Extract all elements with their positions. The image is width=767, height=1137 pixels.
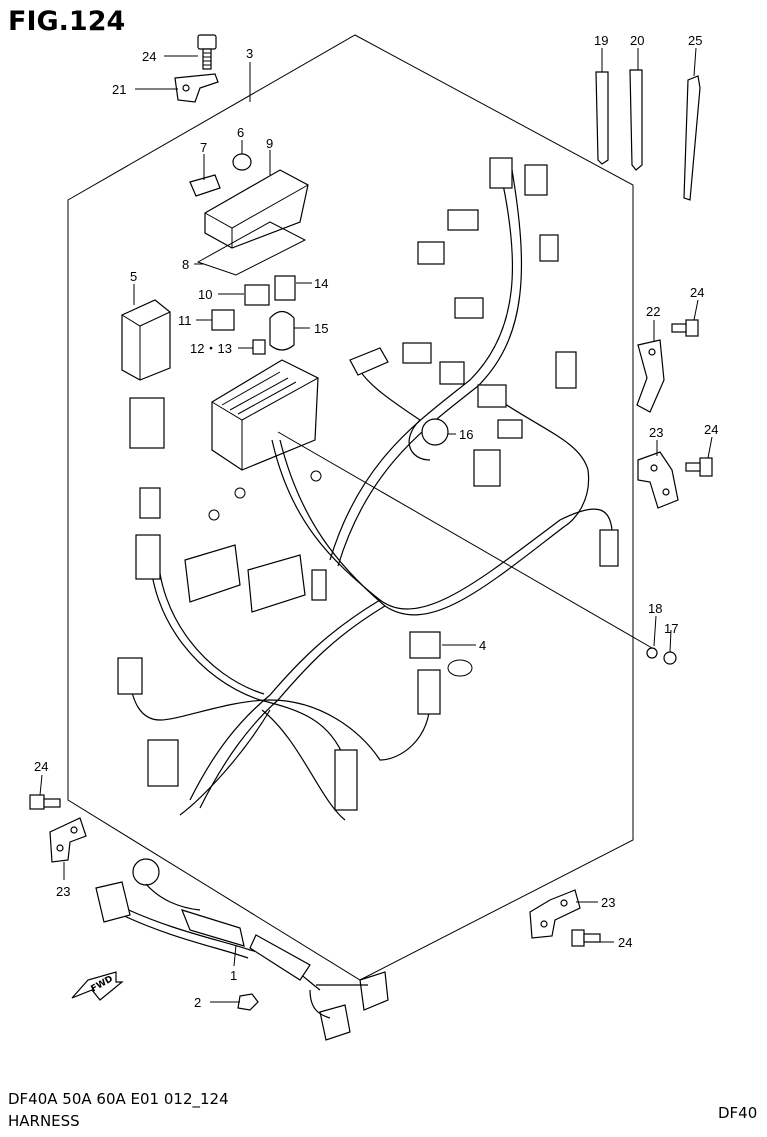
leader-lines	[39, 47, 713, 1003]
callout-23-br: 23	[601, 895, 615, 910]
callout-3: 3	[246, 46, 253, 61]
connector-upper-1	[489, 157, 513, 189]
callout-19: 19	[594, 33, 608, 48]
ring-terminal-1	[208, 509, 220, 521]
connector-upper-6	[454, 297, 484, 319]
callout-7: 7	[200, 140, 207, 155]
fwd-arrow: FWD	[71, 971, 124, 1001]
callout-24-br: 24	[618, 935, 632, 950]
part-9-fusebox-cover	[204, 169, 309, 249]
part-20-tie	[629, 69, 643, 171]
ring-terminal-3	[310, 470, 322, 482]
callout-6: 6	[237, 125, 244, 140]
connector-mid-3	[477, 384, 507, 408]
part-15-cap	[269, 310, 295, 351]
fuse-box-body	[211, 359, 319, 471]
connector-upper-3	[447, 209, 479, 231]
footer-code: DF40	[718, 1104, 758, 1122]
part-24-bolt-r1	[671, 319, 699, 337]
part-23-bracket-r	[637, 451, 679, 509]
callout-9: 9	[266, 136, 273, 151]
connector-left-2	[135, 534, 161, 580]
part-19-tie	[595, 71, 609, 165]
ring-terminal-2	[234, 487, 246, 499]
part-23-bracket-l	[49, 817, 87, 863]
callout-labels: 24 21 3 7 6 9 5 8 10 14 11 15 12・13 16 1…	[34, 33, 718, 1010]
part-4-cap	[409, 631, 441, 659]
callout-2: 2	[194, 995, 201, 1010]
connector-small-mid	[311, 569, 327, 601]
callout-17: 17	[664, 621, 678, 636]
callout-22: 22	[646, 304, 660, 319]
main-harness-wires	[129, 169, 613, 821]
part-16-buzzer	[421, 418, 449, 446]
callout-10: 10	[198, 287, 212, 302]
connector-sensor	[349, 347, 389, 376]
figure-title: FIG.124	[8, 6, 126, 37]
callout-24-r2: 24	[704, 422, 718, 437]
assembly-frame	[67, 34, 634, 981]
part-24-bolt-r2	[685, 457, 713, 477]
callout-18: 18	[648, 601, 662, 616]
connector-bottom-left	[147, 739, 179, 787]
connector-clip-right	[473, 449, 501, 487]
part-24-bolt-br	[571, 929, 601, 947]
callout-14: 14	[314, 276, 328, 291]
part-18-washer	[646, 647, 658, 659]
part-4-loop	[447, 659, 473, 677]
part-14-relay	[274, 275, 296, 301]
connector-right-low	[417, 669, 441, 715]
callout-24-top: 24	[142, 49, 156, 64]
part-25-tie	[683, 75, 701, 201]
connector-upper-4	[417, 241, 445, 265]
part-10-relay	[244, 284, 270, 306]
connector-mid-2	[439, 361, 465, 385]
part-7-clip	[189, 174, 221, 197]
connector-big-1	[184, 544, 241, 603]
footer-model-line: DF40A 50A 60A E01 012_124	[8, 1090, 229, 1108]
connector-bottom-mid	[334, 749, 358, 811]
callout-12-13: 12・13	[190, 341, 232, 356]
connector-left-clip	[117, 657, 143, 695]
connector-upper-2	[524, 164, 548, 196]
part-21-bracket	[174, 73, 219, 103]
part-8-gasket	[196, 221, 307, 276]
connector-mid-1	[402, 342, 432, 364]
callout-15: 15	[314, 321, 328, 336]
callout-20: 20	[630, 33, 644, 48]
callout-24-l: 24	[34, 759, 48, 774]
callout-21: 21	[112, 82, 126, 97]
callout-24-r1: 24	[690, 285, 704, 300]
part-6-grommet	[232, 153, 252, 171]
connector-big-2	[247, 554, 306, 613]
part-11-relay	[211, 309, 235, 331]
connector-side-right	[599, 529, 619, 567]
callout-23-r: 23	[649, 425, 663, 440]
part-2-nut	[237, 993, 259, 1011]
callout-8: 8	[182, 257, 189, 272]
connector-left-mid	[139, 487, 161, 519]
callout-1: 1	[230, 968, 237, 983]
part-1-harness	[95, 858, 389, 1041]
callout-16: 16	[459, 427, 473, 442]
part-22-bracket	[636, 339, 665, 413]
callout-4: 4	[479, 638, 486, 653]
connector-left-upper	[129, 397, 165, 449]
callout-23-l: 23	[56, 884, 70, 899]
connector-right-1	[555, 351, 577, 389]
connector-mid-4	[497, 419, 523, 439]
callout-25: 25	[688, 33, 702, 48]
part-24-bolt-top	[197, 34, 217, 70]
leader-to-18	[277, 431, 653, 649]
part-24-bolt-l	[29, 794, 61, 810]
footer-subtitle: HARNESS	[8, 1112, 80, 1130]
part-12-13-fuse	[252, 339, 266, 355]
callout-5: 5	[130, 269, 137, 284]
part-5-module	[121, 299, 171, 381]
callout-11: 11	[178, 313, 192, 328]
part-17-nut	[663, 651, 677, 665]
connector-upper-5	[539, 234, 559, 262]
